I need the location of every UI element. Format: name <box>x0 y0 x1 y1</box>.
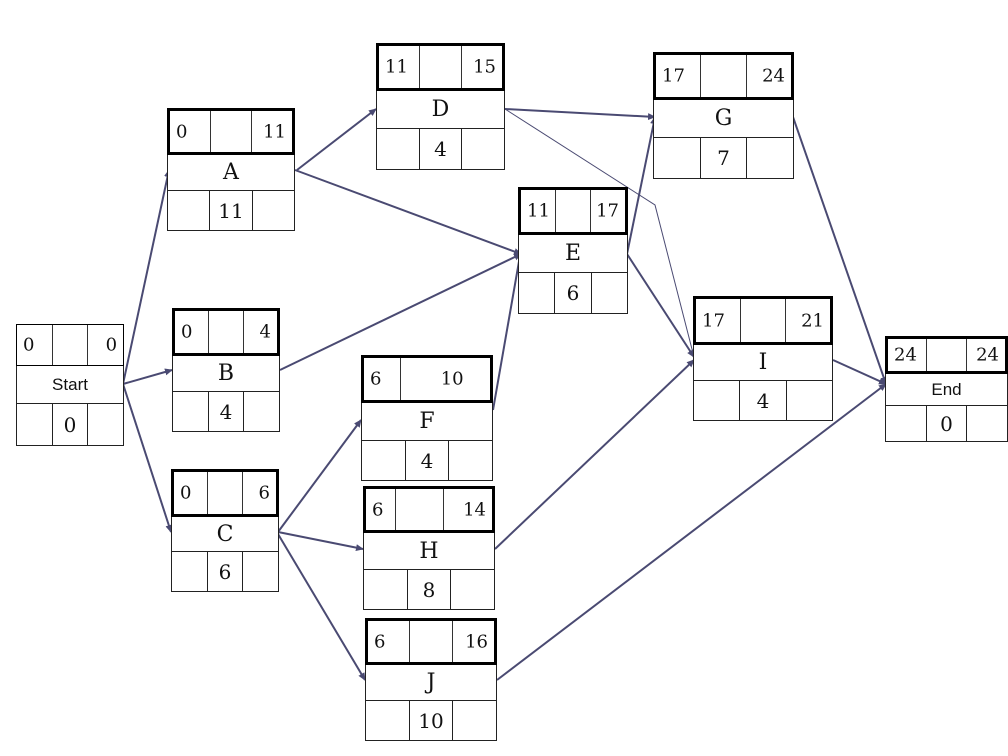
arrow-c-f <box>277 419 362 533</box>
start-duration: 0 <box>51 404 88 445</box>
end-name: End <box>885 374 1008 406</box>
g-name: G <box>653 100 794 138</box>
node-c: 0 6 C 6 <box>171 469 279 592</box>
c-early-finish: 6 <box>258 482 270 504</box>
d-duration: 4 <box>418 129 462 169</box>
arrow-b-e <box>279 253 522 371</box>
j-early-finish: 16 <box>465 631 488 652</box>
arrow-a-d <box>296 108 377 171</box>
end-duration: 0 <box>925 406 967 441</box>
e-duration: 6 <box>554 273 590 313</box>
a-name: A <box>167 155 295 191</box>
i-name: I <box>693 345 833 381</box>
arrow-start-b <box>122 368 173 385</box>
arrow-j-end <box>496 383 887 681</box>
i-early-start: 17 <box>702 310 725 331</box>
h-duration: 8 <box>406 570 451 609</box>
node-i: 17 21 I 4 <box>693 296 833 421</box>
j-duration: 10 <box>408 701 453 740</box>
end-early-start: 24 <box>894 344 917 366</box>
arrow-g-end <box>792 116 888 385</box>
node-a: 0 11 A 11 <box>167 108 295 231</box>
a-early-start: 0 <box>176 121 188 142</box>
node-j: 6 16 J 10 <box>365 618 497 741</box>
arrow-start-a <box>122 169 171 385</box>
arrow-d-i <box>504 108 696 358</box>
b-name: B <box>172 356 280 392</box>
d-early-finish: 15 <box>473 56 496 78</box>
j-name: J <box>365 665 497 701</box>
j-early-start: 6 <box>374 631 386 652</box>
arrow-c-h <box>277 531 364 552</box>
arrow-i-end <box>832 359 887 385</box>
g-early-finish: 24 <box>762 65 785 87</box>
g-early-start: 17 <box>662 65 685 87</box>
node-d: 11 15 D 4 <box>376 43 505 170</box>
f-duration: 4 <box>404 441 449 480</box>
h-name: H <box>363 533 495 570</box>
e-early-finish: 17 <box>596 200 619 222</box>
b-duration: 4 <box>207 392 244 431</box>
start-name: Start <box>16 366 124 404</box>
i-duration: 4 <box>739 381 785 420</box>
e-early-start: 11 <box>527 200 550 222</box>
e-name: E <box>518 235 628 273</box>
b-early-start: 0 <box>181 321 193 343</box>
node-g: 17 24 G 7 <box>653 52 794 179</box>
node-h: 6 14 H 8 <box>363 486 495 610</box>
i-early-finish: 21 <box>801 310 824 331</box>
f-name: F <box>361 403 493 441</box>
arrow-a-e <box>294 169 522 255</box>
d-early-start: 11 <box>385 56 408 78</box>
a-early-finish: 11 <box>263 121 286 142</box>
c-duration: 6 <box>206 552 243 591</box>
end-early-finish: 24 <box>976 344 999 366</box>
c-early-start: 0 <box>180 482 192 504</box>
arrow-c-j <box>277 533 366 681</box>
start-early-finish: 0 <box>105 334 118 356</box>
arrow-start-c <box>122 383 173 533</box>
f-early-start: 6 <box>370 368 382 390</box>
g-duration: 7 <box>699 138 747 178</box>
h-early-start: 6 <box>372 499 384 520</box>
c-name: C <box>171 517 279 552</box>
node-f: 6 10 F 4 <box>361 355 493 481</box>
d-name: D <box>376 91 505 129</box>
arrow-h-i <box>494 359 695 550</box>
arrow-d-g <box>504 108 656 121</box>
node-b: 0 4 B 4 <box>172 308 280 432</box>
start-early-start: 0 <box>23 334 35 356</box>
node-start: 0 0 Start 0 <box>16 324 124 446</box>
b-early-finish: 4 <box>259 321 271 343</box>
arrow-e-g <box>626 116 658 255</box>
node-e: 11 17 E 6 <box>518 187 628 314</box>
arrow-f-e <box>492 249 524 411</box>
arrow-e-i <box>626 253 695 358</box>
node-end: 24 24 End 0 <box>885 336 1008 442</box>
h-early-finish: 14 <box>463 499 486 520</box>
a-duration: 11 <box>209 191 251 230</box>
f-early-finish: 10 <box>440 368 464 390</box>
